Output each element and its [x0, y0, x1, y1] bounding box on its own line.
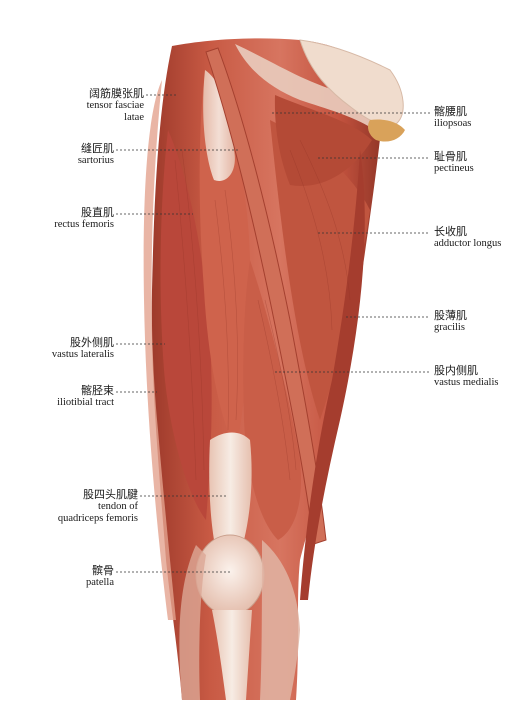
- adductor-longus-shape: [270, 120, 370, 420]
- leader-lines: [116, 94, 430, 573]
- label-zh: 股内侧肌: [434, 364, 478, 377]
- patellar-ligament: [212, 610, 252, 700]
- patella-shape: [195, 534, 265, 616]
- label-en: tensor fasciae latae: [86, 100, 144, 123]
- knee-medial-tissue: [260, 540, 300, 700]
- label-pectineus: 耻骨肌 pectineus: [434, 151, 474, 175]
- label-en: pectineus: [434, 163, 474, 174]
- gracilis-shape: [300, 150, 365, 600]
- label-zh: 髌骨: [92, 564, 114, 577]
- label-en: vastus medialis: [434, 377, 499, 388]
- label-en: iliotibial tract: [57, 397, 114, 408]
- label-zh: 股直肌: [81, 206, 114, 219]
- label-zh: 长收肌: [434, 225, 467, 238]
- label-iliotibial-tract: 髂胫束 iliotibial tract: [57, 385, 114, 409]
- label-zh: 股薄肌: [434, 309, 467, 322]
- label-en: patella: [86, 577, 114, 588]
- label-en: sartorius: [77, 155, 114, 166]
- label-zh: 髂胫束: [81, 384, 114, 397]
- iliopsoas-shape: [235, 44, 390, 134]
- label-sartorius: 缝匠肌 sartorius: [78, 143, 114, 167]
- label-tensor-fasciae-latae: 阔筋膜张肌 tensor fasciae latae: [87, 88, 144, 124]
- label-zh: 髂腰肌: [434, 105, 467, 118]
- label-en: iliopsoas: [434, 118, 472, 129]
- label-adductor-longus: 长收肌 adductor longus: [434, 226, 501, 250]
- label-zh: 股四头肌腱: [83, 488, 138, 501]
- vastus-medialis-shape: [243, 260, 302, 540]
- muscle-striations: [174, 139, 351, 481]
- label-patella: 髌骨 patella: [86, 565, 114, 589]
- label-quadriceps-tendon: 股四头肌腱 tendon of quadriceps femoris: [58, 489, 138, 525]
- label-en: gracilis: [434, 322, 465, 333]
- label-en: adductor longus: [434, 238, 502, 249]
- label-vastus-lateralis: 股外侧肌 vastus lateralis: [52, 337, 114, 361]
- label-en: tendon of quadriceps femoris: [57, 501, 138, 524]
- label-zh: 阔筋膜张肌: [89, 87, 144, 100]
- pectineus-shape: [274, 95, 372, 186]
- pubic-bone: [368, 119, 405, 142]
- label-zh: 股外侧肌: [70, 336, 114, 349]
- quadriceps-tendon-shape: [209, 432, 252, 540]
- label-rectus-femoris: 股直肌 rectus femoris: [54, 207, 114, 231]
- knee-lateral-tissue: [179, 545, 206, 700]
- label-gracilis: 股薄肌 gracilis: [434, 310, 467, 334]
- label-iliopsoas: 髂腰肌 iliopsoas: [434, 106, 471, 130]
- iliotibial-tract-shape: [143, 80, 176, 620]
- label-en: rectus femoris: [54, 219, 114, 230]
- vastus-lateralis-shape: [160, 130, 212, 520]
- label-zh: 缝匠肌: [81, 142, 114, 155]
- label-zh: 耻骨肌: [434, 150, 467, 163]
- rectus-upper-tendon: [203, 70, 235, 181]
- label-en: vastus lateralis: [51, 349, 114, 360]
- label-vastus-medialis: 股内侧肌 vastus medialis: [434, 365, 498, 389]
